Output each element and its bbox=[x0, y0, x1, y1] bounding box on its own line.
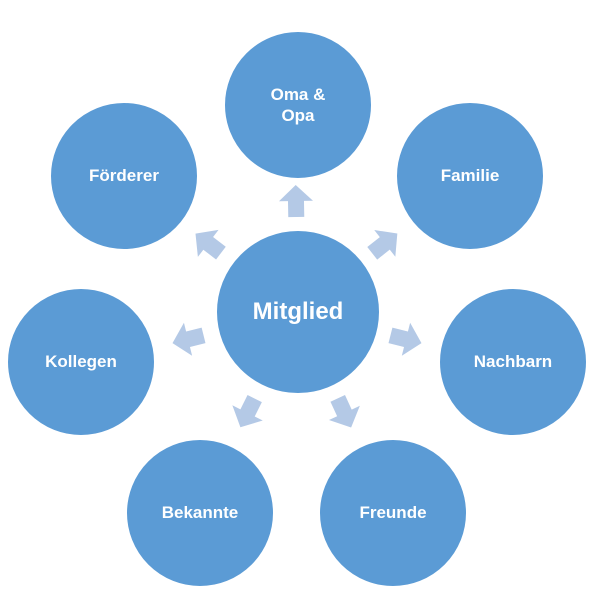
arrow-to-freunde bbox=[328, 395, 360, 428]
node-label-bekannte: Bekannte bbox=[161, 503, 239, 523]
node-kollegen: Kollegen bbox=[7, 288, 155, 436]
arrow-to-bekannte bbox=[232, 395, 263, 428]
node-label-oma-opa: Oma & Opa bbox=[270, 84, 326, 125]
center-node-mitglied: Mitglied bbox=[216, 230, 380, 394]
node-familie: Familie bbox=[396, 102, 544, 250]
arrow-to-familie bbox=[367, 230, 398, 260]
node-label-kollegen: Kollegen bbox=[45, 352, 117, 372]
arrow-to-foerderer bbox=[195, 229, 226, 260]
center-label: Mitglied bbox=[252, 298, 344, 325]
arrow-to-nachbarn bbox=[388, 322, 422, 356]
node-label-familie: Familie bbox=[440, 166, 500, 186]
node-freunde: Freunde bbox=[319, 439, 467, 587]
node-label-foerderer: Förderer bbox=[89, 166, 159, 186]
arrow-to-kollegen bbox=[172, 322, 206, 356]
node-bekannte: Bekannte bbox=[126, 439, 274, 587]
arrow-to-oma-opa bbox=[278, 185, 313, 218]
node-foerderer: Förderer bbox=[50, 102, 198, 250]
node-label-nachbarn: Nachbarn bbox=[473, 352, 553, 372]
node-oma-opa: Oma & Opa bbox=[224, 31, 372, 179]
node-label-freunde: Freunde bbox=[359, 503, 427, 523]
node-nachbarn: Nachbarn bbox=[439, 288, 587, 436]
